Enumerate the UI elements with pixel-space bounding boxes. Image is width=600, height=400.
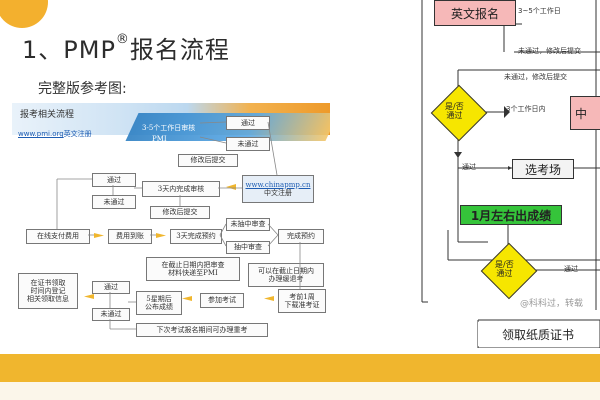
pmi-review-text: 3-5个工作日审核 xyxy=(142,124,196,132)
modify-submit-box-2: 修改后提交 xyxy=(150,206,210,219)
cert-note-box: 在证书领取时间内登记相关领取信息 xyxy=(18,273,78,309)
cn-register-box: www.chinapmp.cn 中文注册 xyxy=(242,175,314,203)
page-title: 1、PMP®报名流程 xyxy=(22,32,230,64)
reserve-3days-box: 3天完成预约 xyxy=(170,229,222,244)
pass-box-2: 通过 xyxy=(92,173,136,187)
pmi-review-label: PMI xyxy=(152,135,167,143)
fail-box-3: 未通过 xyxy=(92,308,130,321)
not-drawn-box: 未抽中审查 xyxy=(226,218,270,231)
fail-box-1: 未通过 xyxy=(226,137,270,151)
cancel-note-box: 可以在截止日期内办理缓退考 xyxy=(248,263,324,287)
days-note-top: 3~5个工作日 xyxy=(518,7,561,15)
attend-exam-box: 参加考试 xyxy=(200,293,244,308)
fail-box-2: 未通过 xyxy=(92,195,136,209)
fail-modify-note-2: 未通过，修改后提交 xyxy=(504,73,567,81)
fail-modify-note-1: 未通过，修改后提交 xyxy=(518,47,581,55)
pass-label-1: 通过 xyxy=(462,163,476,171)
reserve-done-box: 完成预约 xyxy=(278,229,324,244)
flowchart-header-label: 报考相关流程 xyxy=(20,110,75,120)
pass-box-3: 通过 xyxy=(92,281,130,294)
paper-cert-box: 领取纸质证书 xyxy=(478,322,598,346)
deadline-note-box: 在截止日期内把审查材料快递至PMI xyxy=(146,257,240,281)
watermark-text: @科科过，转载 xyxy=(520,299,584,309)
pmi-register-link: www.pmi.org英文注册 xyxy=(18,130,92,138)
footer-accent-band xyxy=(0,354,600,382)
results-box: 5星期后公布成绩 xyxy=(136,291,182,315)
flowchart-connectors xyxy=(56,121,301,330)
partial-pink-box: 中 xyxy=(570,96,600,130)
decorative-orange-dot xyxy=(0,0,48,28)
fee-arrive-box: 费用到账 xyxy=(108,229,152,244)
decision-label-1: 是/否通过 xyxy=(445,102,464,121)
english-register-box: 英文报名 xyxy=(434,0,516,26)
download-ticket-box: 考前1周下载准考证 xyxy=(278,289,326,313)
modify-submit-box-1: 修改后提交 xyxy=(178,154,238,167)
choose-site-box: 选考场 xyxy=(512,159,574,179)
page-subtitle: 完整版参考图: xyxy=(38,81,127,97)
result-announce-box: 1月左右出成绩 xyxy=(460,205,562,225)
process-chart-right: 英文报名 3~5个工作日 未通过，修改后提交 未通过，修改后提交 是/否通过 3… xyxy=(418,0,600,348)
next-exam-box: 下次考试报名期间可办理重考 xyxy=(136,323,268,337)
cn-review-box: 3天内完成审核 xyxy=(142,181,220,197)
footer-base xyxy=(0,382,600,400)
pass-box-1: 通过 xyxy=(226,116,270,130)
pay-online-box: 在线支付费用 xyxy=(26,229,90,244)
drawn-box: 抽中审查 xyxy=(226,241,270,254)
decision-label-2: 是/否通过 xyxy=(495,260,514,279)
registration-flowchart-image: 报考相关流程 www.pmi.org英文注册 3-5个工作日审核 PMI 通过 … xyxy=(12,103,330,343)
days-note-mid: 3个工作日内 xyxy=(506,105,546,113)
pass-label-2: 通过 xyxy=(564,265,578,273)
